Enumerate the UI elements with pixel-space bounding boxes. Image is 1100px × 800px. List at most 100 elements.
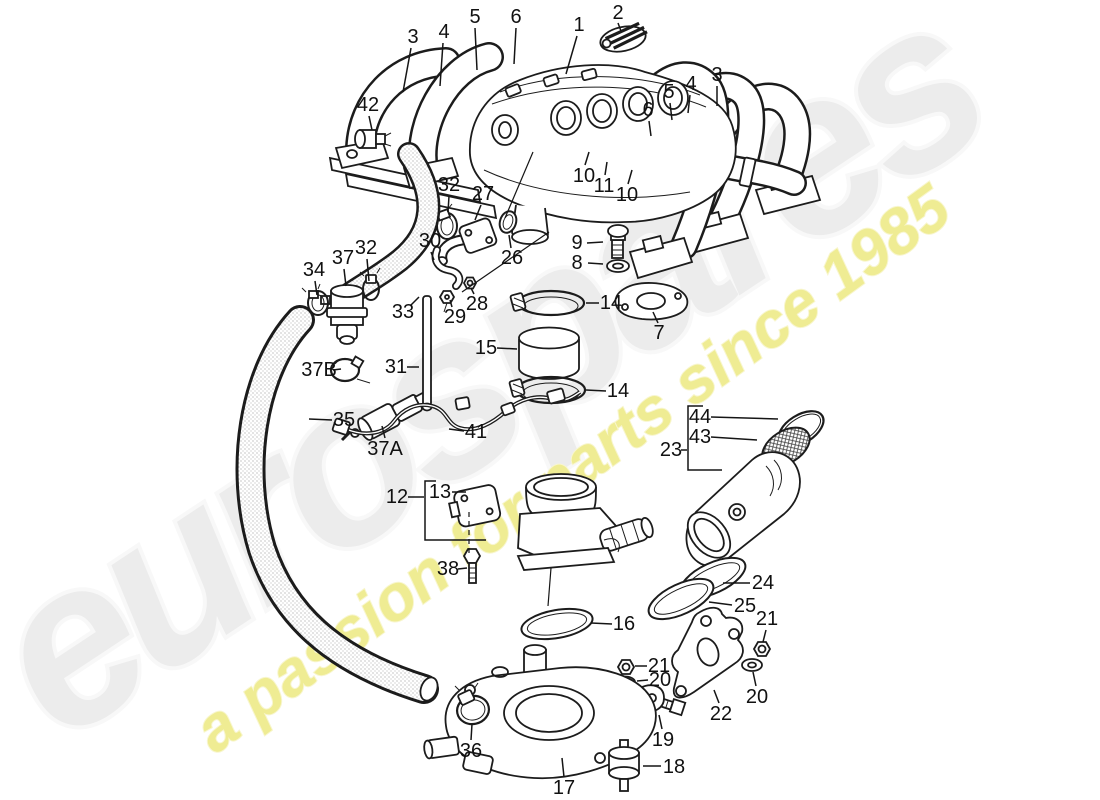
callout-label-10: 10	[616, 184, 638, 206]
throttle-position-sensor-13-drawing	[448, 484, 502, 528]
callout-label-6: 6	[510, 6, 521, 28]
callout-label-35: 35	[333, 409, 355, 431]
callout-leader-line	[752, 671, 757, 687]
callout-label-12: 12	[386, 486, 408, 508]
callout-bracket	[424, 480, 486, 541]
clamp-36-drawing	[454, 682, 491, 726]
callout-leader-line	[587, 262, 604, 265]
callout-label-3: 3	[711, 64, 722, 86]
callout-leader-line	[565, 35, 578, 75]
callout-label-7: 7	[653, 322, 664, 344]
callout-leader-line	[710, 436, 758, 441]
clamp-34-drawing	[301, 283, 329, 316]
callout-label-41: 41	[465, 421, 487, 443]
oring-26-drawing	[498, 210, 518, 234]
callout-leader-line	[762, 629, 767, 643]
callout-leader-line	[713, 689, 720, 704]
gasket-7-drawing	[614, 282, 689, 321]
fitting-42-drawing	[354, 129, 392, 149]
callout-label-25: 25	[734, 595, 756, 617]
diagram-artwork	[235, 21, 825, 792]
callout-label-26: 26	[501, 247, 523, 269]
callout-leader-line	[604, 161, 608, 176]
callout-leader-line	[627, 169, 633, 185]
pointer-line	[547, 567, 552, 607]
bracket-22-drawing	[671, 606, 744, 699]
callout-leader-line	[314, 280, 318, 296]
callout-leader-line	[402, 47, 412, 93]
elbow-27-drawing	[436, 217, 498, 266]
callout-label-44: 44	[689, 406, 711, 428]
oring-25-drawing	[647, 577, 715, 621]
callout-leader-line	[308, 418, 333, 421]
callout-bracket	[687, 405, 722, 471]
callout-label-14: 14	[607, 380, 629, 402]
callout-leader-line	[586, 241, 604, 244]
aux-air-valve-37-drawing	[320, 284, 368, 345]
callout-label-10: 10	[573, 165, 595, 187]
callout-label-23: 23	[660, 439, 682, 461]
callout-leader-line	[381, 425, 386, 439]
callout-label-22: 22	[710, 703, 732, 725]
callout-leader-line	[658, 714, 663, 730]
callout-leader-line	[669, 102, 673, 121]
callout-label-13: 13	[429, 481, 451, 503]
callout-leader-line	[343, 268, 347, 287]
callout-label-37: 37	[332, 247, 354, 269]
callout-label-37A: 37A	[367, 438, 403, 460]
callout-leader-line	[687, 94, 691, 114]
callout-label-31: 31	[385, 356, 407, 378]
pointer-line	[504, 151, 534, 219]
callout-label-4: 4	[685, 73, 696, 95]
callout-leader-line	[636, 679, 649, 682]
callout-leader-line	[448, 428, 465, 432]
housing-17-drawing	[423, 644, 665, 780]
sleeve-15-drawing	[518, 326, 580, 380]
callout-label-34: 34	[303, 259, 325, 281]
air-flow-meter-23-drawing	[685, 451, 801, 567]
callout-leader-line	[508, 234, 512, 249]
callout-leader-line	[708, 601, 733, 606]
callout-label-20: 20	[649, 669, 671, 691]
mount-18-drawing	[608, 739, 640, 792]
callout-label-36: 36	[460, 740, 482, 762]
callout-leader-line	[710, 416, 779, 420]
callout-label-27: 27	[472, 183, 494, 205]
pipe-30-drawing	[431, 246, 464, 290]
callout-leader-line	[585, 389, 607, 392]
callout-label-4: 4	[438, 21, 449, 43]
callout-label-20: 20	[746, 686, 768, 708]
left-runner-tubes-drawing	[328, 42, 504, 220]
callout-leader-line	[457, 567, 468, 570]
callout-label-29: 29	[444, 306, 466, 328]
callout-label-17: 17	[553, 777, 575, 799]
callout-label-15: 15	[475, 337, 497, 359]
callout-leader-line	[449, 299, 453, 308]
callout-leader-line	[617, 22, 622, 32]
callout-label-5: 5	[663, 81, 674, 103]
pipe-31-drawing	[421, 295, 433, 412]
bolt-38-drawing	[462, 548, 482, 584]
callout-label-1: 1	[573, 14, 584, 36]
callout-leader-line	[470, 723, 473, 741]
callout-label-43: 43	[689, 426, 711, 448]
callout-label-14: 14	[600, 292, 622, 314]
callout-leader-line	[590, 622, 613, 625]
callout-label-21: 21	[756, 608, 778, 630]
nut-21-left-drawing	[616, 659, 636, 675]
callout-label-28: 28	[466, 293, 488, 315]
callout-label-16: 16	[613, 613, 635, 635]
pointer-line	[461, 231, 550, 293]
clamp-37B-drawing	[329, 355, 371, 384]
callout-label-37B: 37B	[301, 359, 337, 381]
hose-35-drawing	[235, 305, 439, 704]
callout-leader-line	[470, 287, 475, 295]
callout-leader-line	[561, 757, 565, 778]
callout-label-24: 24	[752, 572, 774, 594]
clamp-14-upper-drawing	[509, 289, 586, 317]
callout-label-11: 11	[594, 175, 615, 197]
nut-21-right-drawing	[752, 641, 772, 657]
